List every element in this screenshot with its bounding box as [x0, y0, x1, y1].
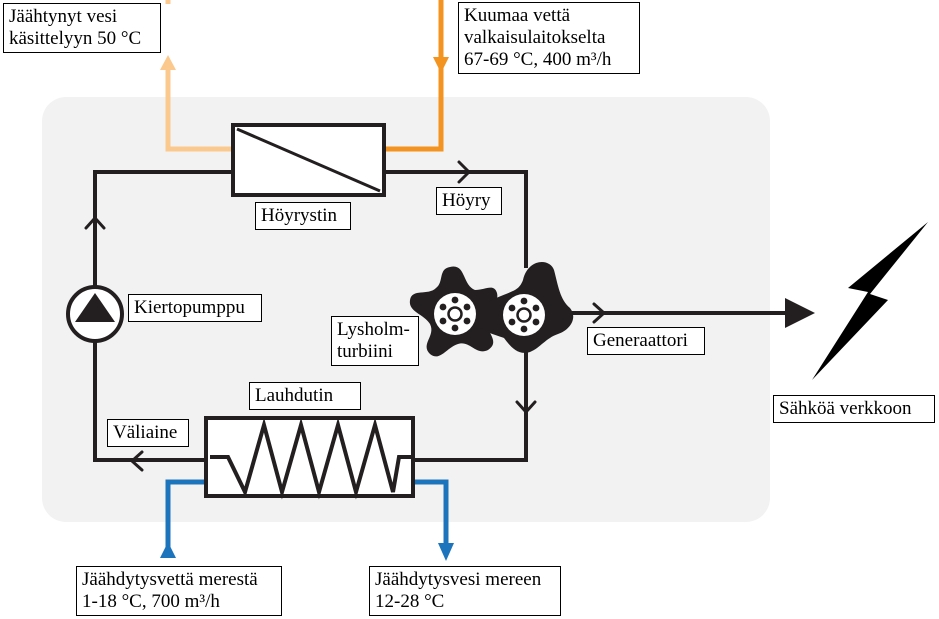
lightning-bolt-icon	[812, 222, 928, 380]
sea-water-out-label: Jäähdytysvesi mereen 12-28 °C	[369, 566, 561, 616]
turbine-rotor-icon	[478, 261, 574, 353]
condenser-heat-exchanger	[204, 416, 415, 500]
chevron-right-icon	[457, 160, 471, 184]
sea-water-arrow-down	[438, 543, 454, 561]
chevron-left-icon	[130, 450, 144, 472]
hot-water-line	[384, 0, 444, 152]
loop-flow-chevrons	[84, 160, 606, 472]
hot-water-arrow-down	[433, 57, 449, 73]
generator-label: Generaattori	[587, 327, 705, 355]
power-output-arrow	[785, 298, 815, 328]
grid-label: Sähköä verkkoon	[773, 395, 935, 423]
cooled-water-arrow-up	[160, 55, 176, 70]
cooled-water-label: Jäähtynyt vesi käsittelyyn 50 °C	[3, 3, 161, 53]
medium-label: Väliaine	[107, 419, 189, 447]
evaporator-heat-exchanger	[231, 123, 386, 197]
sea-water-lines	[165, 479, 449, 558]
chevron-up-icon	[84, 216, 106, 230]
hot-water-label: Kuumaa vettä valkaisulaitokselta 67-69 °…	[458, 2, 640, 74]
condenser-label: Lauhdutin	[249, 382, 361, 410]
process-panel	[42, 97, 770, 522]
turbine-rotor-icon	[409, 266, 498, 357]
sea-water-in-label: Jäähdytysvettä merestä 1-18 °C, 700 m³/h	[76, 566, 282, 616]
pump-label: Kiertopumppu	[128, 294, 262, 322]
steam-label: Höyry	[436, 187, 502, 215]
cooled-water-line	[165, 0, 233, 152]
chevron-down-icon	[515, 400, 537, 414]
evaporator-label: Höyrystin	[255, 202, 351, 230]
turbine-label: Lysholm- turbiini	[331, 316, 419, 366]
sea-water-arrow-up	[160, 542, 176, 558]
chevron-right-icon	[592, 302, 606, 324]
pump-icon	[66, 285, 124, 343]
working-fluid-loop	[93, 170, 788, 462]
